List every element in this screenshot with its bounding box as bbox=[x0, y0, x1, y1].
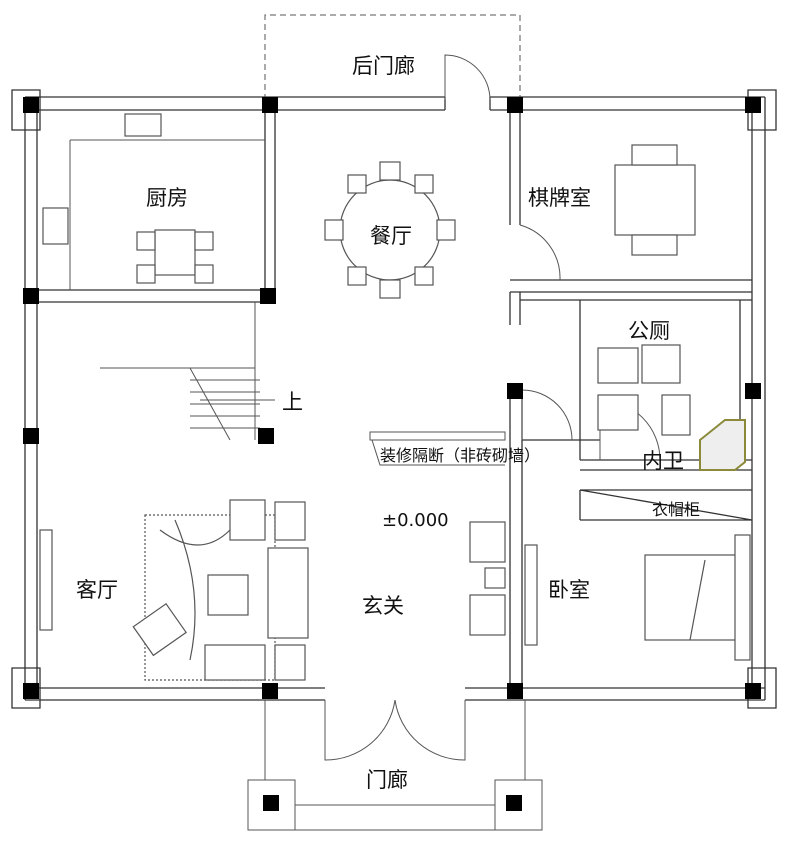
interior-walls bbox=[37, 110, 753, 688]
room-label-bedroom: 卧室 bbox=[548, 578, 590, 602]
front-door-left bbox=[324, 699, 396, 761]
room-label-public-toilet: 公厕 bbox=[628, 319, 670, 343]
room-label-back-porch: 后门廊 bbox=[352, 54, 415, 78]
bath-door bbox=[521, 389, 573, 441]
elevation-label: ±0.000 bbox=[382, 510, 449, 531]
room-label-dining: 餐厅 bbox=[370, 224, 412, 248]
back-porch-outline bbox=[264, 14, 521, 100]
chess-room-door bbox=[519, 224, 561, 281]
living-furniture bbox=[39, 499, 538, 681]
pillars bbox=[23, 97, 761, 811]
dining-table bbox=[324, 161, 456, 299]
wardrobe-label: 衣帽柜 bbox=[652, 500, 701, 519]
back-door-swing bbox=[444, 54, 491, 101]
room-label-inner-bath: 内卫 bbox=[642, 449, 684, 473]
kitchen-table bbox=[42, 113, 214, 284]
room-label-chess-room: 棋牌室 bbox=[528, 186, 591, 210]
bed bbox=[644, 534, 751, 661]
front-door-right bbox=[394, 699, 466, 761]
chess-table bbox=[614, 144, 696, 256]
room-label-living: 客厅 bbox=[76, 578, 118, 602]
staircase bbox=[189, 367, 275, 441]
room-label-front-porch: 门廊 bbox=[366, 768, 408, 792]
decor-partition bbox=[369, 431, 506, 466]
room-label-kitchen: 厨房 bbox=[146, 186, 188, 210]
bathroom-fixtures bbox=[597, 344, 746, 471]
front-porch bbox=[247, 700, 543, 831]
room-label-foyer: 玄关 bbox=[362, 594, 404, 618]
stairs-up-label: 上 bbox=[282, 390, 303, 414]
partition-note: 装修隔断（非砖砌墙） bbox=[380, 446, 541, 465]
outer-walls bbox=[11, 89, 777, 709]
